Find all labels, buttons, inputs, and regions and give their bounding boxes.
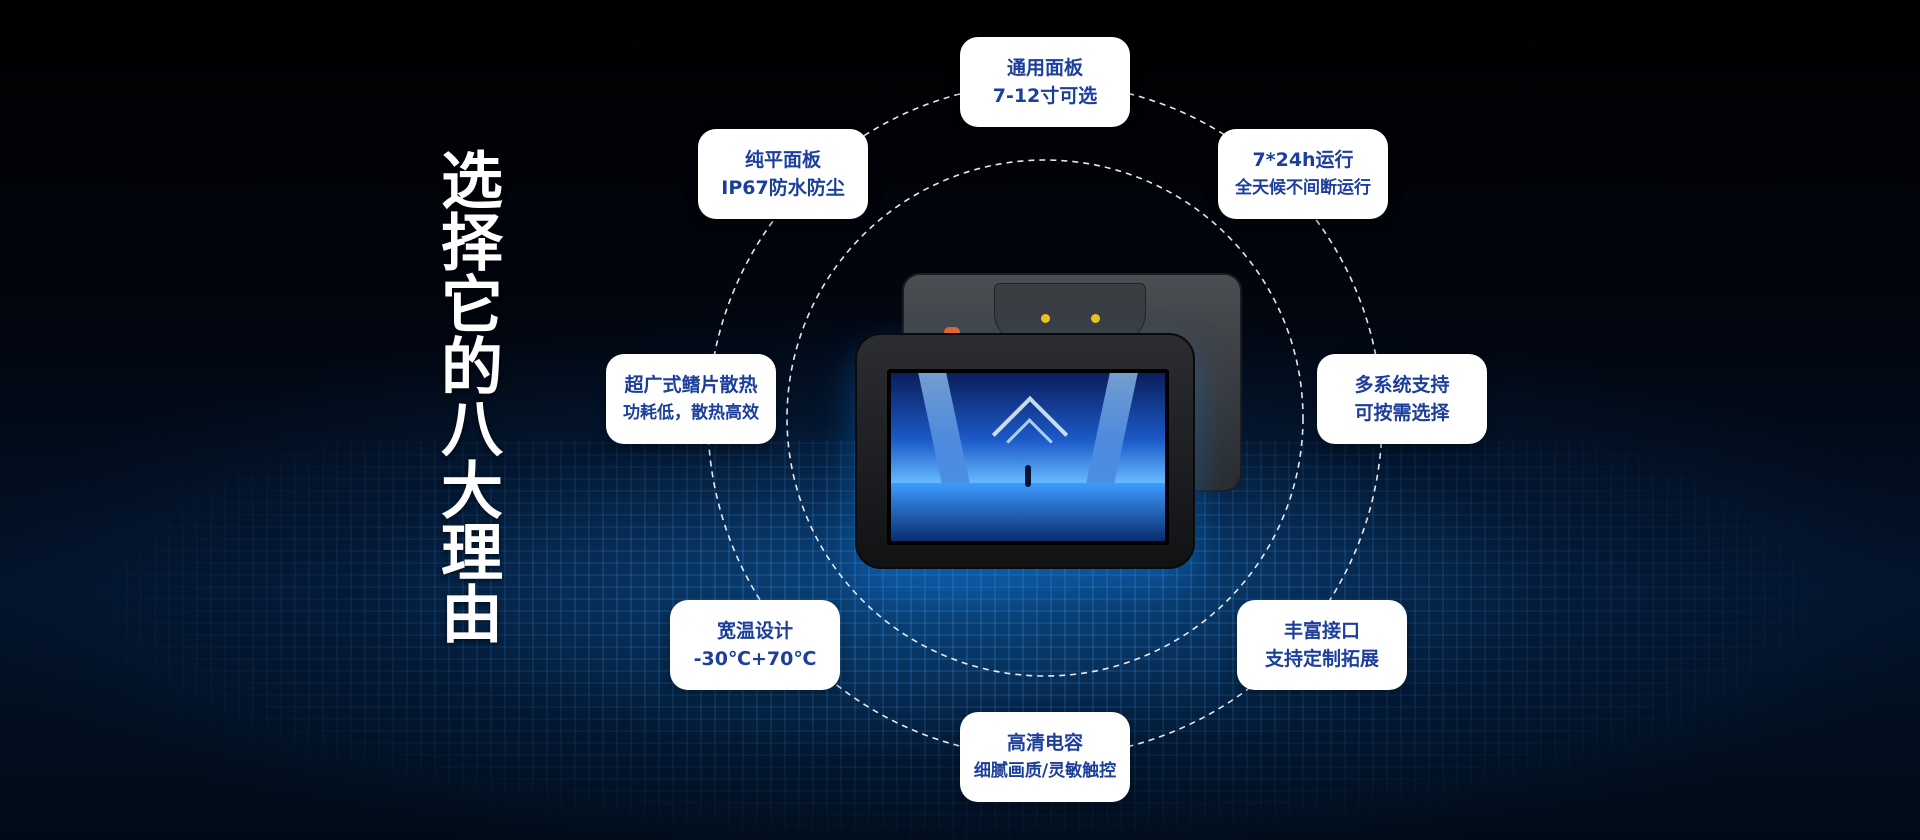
yellow-dot — [1091, 314, 1100, 323]
feature-detail: -30℃+70℃ — [693, 648, 817, 670]
feature-title: 丰富接口 — [1283, 620, 1360, 642]
feature-detail: 支持定制拓展 — [1264, 648, 1379, 670]
feature-detail: IP67防水防尘 — [721, 177, 845, 199]
feature-title: 超广式鳍片散热 — [624, 374, 758, 396]
feature-card-temperature: 宽温设计 -30℃+70℃ — [670, 600, 840, 690]
screen-person — [1025, 465, 1031, 487]
feature-detail: 细腻画质/灵敏触控 — [973, 761, 1117, 781]
yellow-dot — [1041, 314, 1050, 323]
feature-card-waterproof: 纯平面板 IP67防水防尘 — [698, 129, 868, 219]
feature-detail: 功耗低，散热高效 — [623, 403, 759, 423]
feature-card-panel: 通用面板 7-12寸可选 — [960, 37, 1130, 127]
orange-button — [944, 327, 960, 337]
feature-title: 多系统支持 — [1354, 374, 1450, 396]
feature-card-runtime: 7*24h运行 全天候不间断运行 — [1218, 129, 1388, 219]
screen-floor — [891, 483, 1165, 541]
feature-card-cooling: 超广式鳍片散热 功耗低，散热高效 — [606, 354, 776, 444]
tablet-screen — [887, 369, 1169, 545]
feature-detail: 可按需选择 — [1354, 402, 1450, 424]
feature-card-interfaces: 丰富接口 支持定制拓展 — [1237, 600, 1407, 690]
screen-pillar — [918, 373, 972, 493]
feature-card-os: 多系统支持 可按需选择 — [1317, 354, 1487, 444]
headline: 选择它的八大理由 — [430, 148, 503, 644]
inner-dashed-ring — [786, 159, 1304, 677]
feature-title: 纯平面板 — [744, 149, 821, 171]
feature-detail: 7-12寸可选 — [992, 85, 1098, 107]
feature-detail: 全天候不间断运行 — [1235, 178, 1371, 198]
feature-title: 高清电容 — [1006, 732, 1083, 754]
feature-title: 7*24h运行 — [1252, 149, 1354, 171]
screen-pillar — [1084, 373, 1138, 493]
feature-title: 宽温设计 — [716, 620, 793, 642]
tablet-front-image — [855, 333, 1195, 569]
feature-card-display: 高清电容 细腻画质/灵敏触控 — [960, 712, 1130, 802]
feature-title: 通用面板 — [1006, 57, 1083, 79]
